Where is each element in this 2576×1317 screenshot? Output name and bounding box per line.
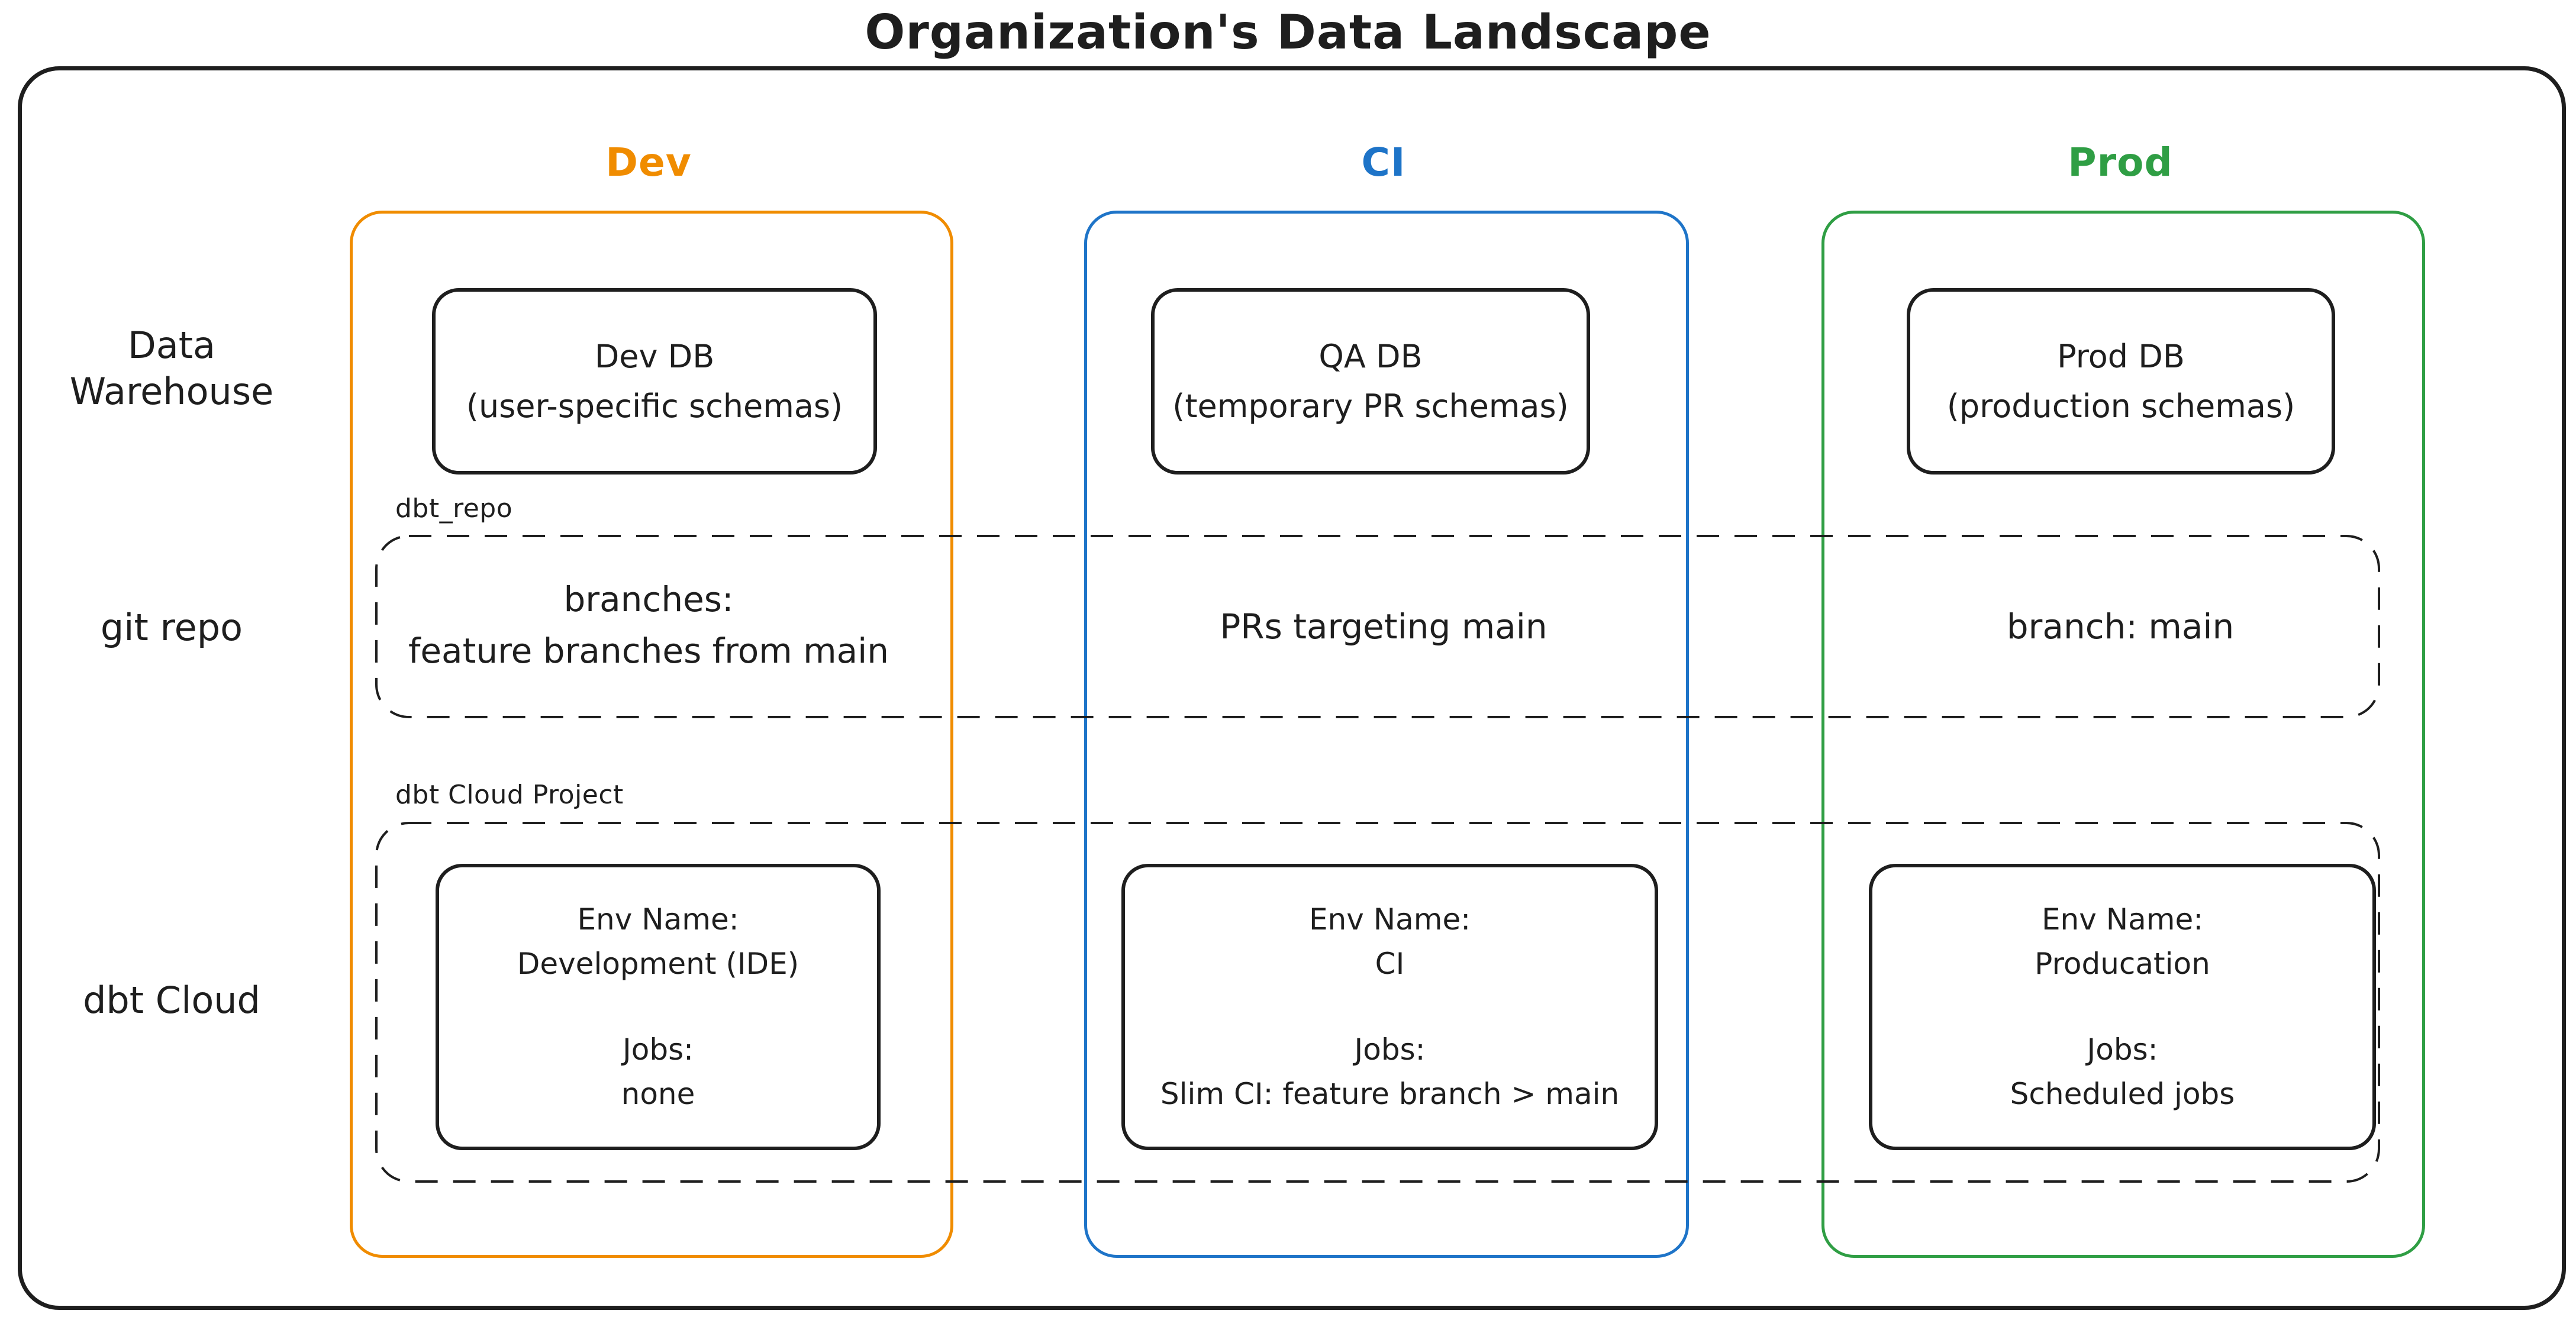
- qa-db-subtitle: (temporary PR schemas): [1172, 387, 1569, 425]
- column-header-ci: CI: [1361, 140, 1406, 185]
- prod-db-subtitle: (production schemas): [1946, 387, 2295, 425]
- dev-git-line2: feature branches from main: [408, 631, 889, 671]
- dev-column-box: [350, 211, 953, 1258]
- prod-env-label: Env Name:: [2041, 902, 2204, 937]
- prod-column-box: [1821, 211, 2425, 1258]
- dev-env-box: Env Name: Development (IDE) Jobs: none: [436, 864, 881, 1150]
- dbt-cloud-project-group-label: dbt Cloud Project: [395, 780, 624, 810]
- dbt-cloud-project-dashed-box: [375, 822, 2380, 1183]
- dev-git-line1: branches:: [563, 579, 734, 619]
- dev-git-text: branches: feature branches from main: [350, 574, 947, 677]
- ci-jobs-label: Jobs:: [1354, 1032, 1426, 1067]
- ci-env-label: Env Name:: [1308, 902, 1471, 937]
- row-label-data-warehouse-line1: Data: [127, 324, 216, 367]
- column-header-dev: Dev: [605, 140, 692, 185]
- prod-env-name: Producation: [2035, 947, 2210, 981]
- dev-env-label: Env Name:: [577, 902, 739, 937]
- landscape-outer-box: [18, 66, 2566, 1310]
- git-repo-group-label: dbt_repo: [395, 493, 513, 524]
- prod-jobs-value: Scheduled jobs: [2010, 1077, 2235, 1111]
- git-repo-dashed-box: [375, 535, 2380, 718]
- dev-db-subtitle: (user-specific schemas): [466, 387, 843, 425]
- prod-env-box: Env Name: Producation Jobs: Scheduled jo…: [1869, 864, 2376, 1150]
- dev-db-title: Dev DB: [594, 337, 715, 375]
- ci-env-box: Env Name: CI Jobs: Slim CI: feature bran…: [1121, 864, 1658, 1150]
- dev-jobs-label: Jobs:: [623, 1032, 694, 1067]
- column-header-prod: Prod: [2068, 140, 2173, 185]
- ci-jobs-value: Slim CI: feature branch > main: [1160, 1077, 1620, 1111]
- dev-jobs-value: none: [621, 1077, 695, 1111]
- row-label-git-repo: git repo: [100, 606, 243, 649]
- row-label-data-warehouse-line2: Warehouse: [69, 369, 274, 413]
- qa-db-title: QA DB: [1318, 337, 1423, 375]
- ci-git-text: PRs targeting main: [1220, 606, 1547, 647]
- prod-git-text: branch: main: [2006, 606, 2235, 647]
- ci-column-box: [1084, 211, 1689, 1258]
- dev-env-name: Development (IDE): [517, 947, 799, 981]
- row-label-dbt-cloud: dbt Cloud: [83, 979, 260, 1022]
- diagram-title: Organization's Data Landscape: [865, 5, 1711, 60]
- qa-db-box: QA DB (temporary PR schemas): [1151, 288, 1590, 474]
- prod-jobs-label: Jobs:: [2087, 1032, 2158, 1067]
- prod-db-title: Prod DB: [2057, 337, 2185, 375]
- row-label-data-warehouse: Data Warehouse: [24, 322, 320, 414]
- prod-db-box: Prod DB (production schemas): [1907, 288, 2335, 474]
- ci-env-name: CI: [1375, 947, 1405, 981]
- dev-db-box: Dev DB (user-specific schemas): [432, 288, 877, 474]
